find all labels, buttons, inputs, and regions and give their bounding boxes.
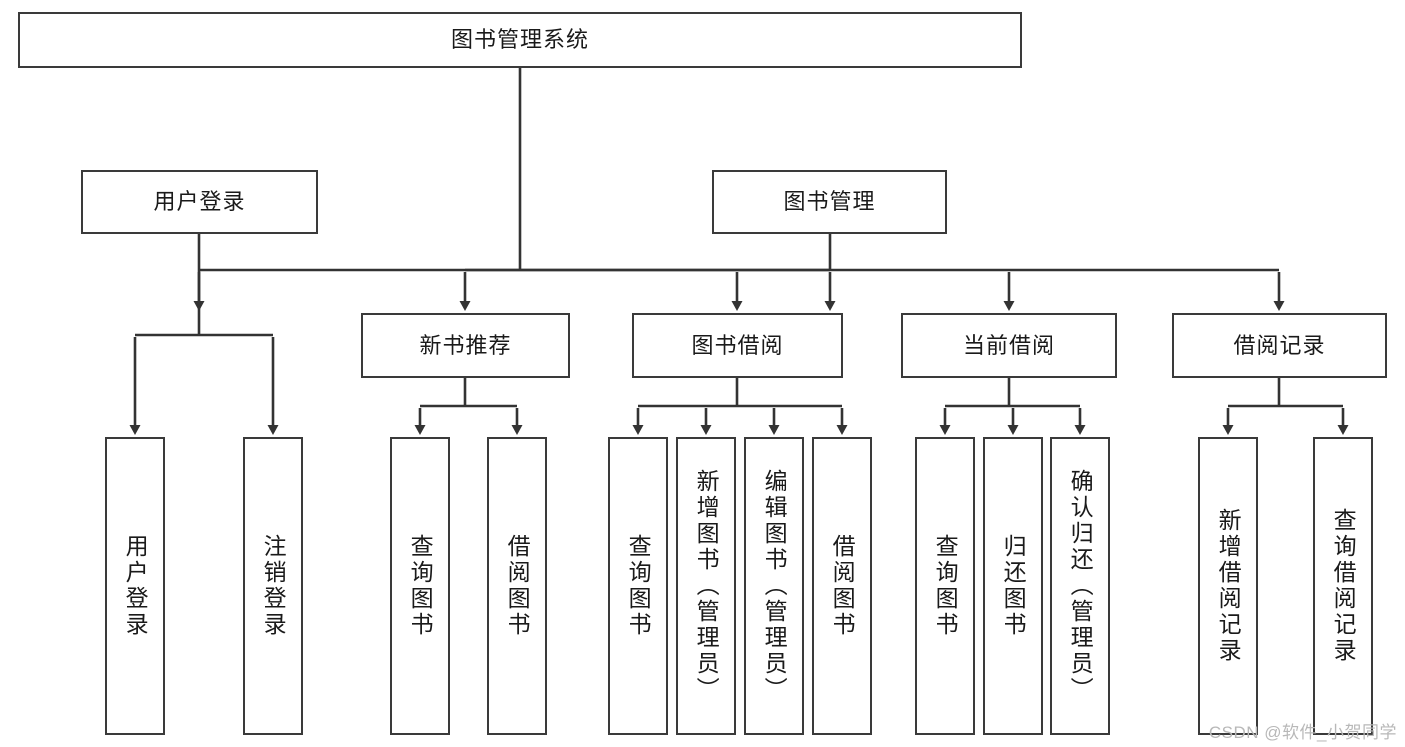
node-leaf-user-login[interactable]: 用户登录 bbox=[105, 437, 165, 735]
node-leaf-edit-book[interactable]: 编辑图书（管理员） bbox=[744, 437, 804, 735]
node-book-borrow[interactable]: 图书借阅 bbox=[632, 313, 843, 378]
node-leaf-add-record[interactable]: 新增借阅记录 bbox=[1198, 437, 1258, 735]
node-leaf-add-record-label: 新增借阅记录 bbox=[1215, 508, 1242, 664]
node-book-manage[interactable]: 图书管理 bbox=[712, 170, 947, 234]
node-leaf-logout-label: 注销登录 bbox=[260, 534, 287, 638]
node-book-borrow-label: 图书借阅 bbox=[691, 332, 784, 358]
node-leaf-query-book-2-label: 查询图书 bbox=[625, 534, 652, 638]
node-current-borrow[interactable]: 当前借阅 bbox=[901, 313, 1117, 378]
node-new-book-rec[interactable]: 新书推荐 bbox=[361, 313, 570, 378]
node-user-login[interactable]: 用户登录 bbox=[81, 170, 318, 234]
node-leaf-query-record[interactable]: 查询借阅记录 bbox=[1313, 437, 1373, 735]
node-leaf-return-book-label: 归还图书 bbox=[1000, 534, 1027, 638]
node-leaf-logout[interactable]: 注销登录 bbox=[243, 437, 303, 735]
node-leaf-borrow-book-2-label: 借阅图书 bbox=[829, 534, 856, 638]
node-root[interactable]: 图书管理系统 bbox=[18, 12, 1022, 68]
node-leaf-query-book-1-label: 查询图书 bbox=[407, 534, 434, 638]
node-leaf-query-book-2[interactable]: 查询图书 bbox=[608, 437, 668, 735]
node-borrow-record-label: 借阅记录 bbox=[1233, 332, 1326, 358]
node-book-manage-label: 图书管理 bbox=[783, 189, 876, 215]
node-leaf-confirm-return-label: 确认归还（管理员） bbox=[1067, 469, 1094, 703]
node-new-book-rec-label: 新书推荐 bbox=[419, 332, 512, 358]
node-leaf-borrow-book-1[interactable]: 借阅图书 bbox=[487, 437, 547, 735]
node-root-label: 图书管理系统 bbox=[450, 27, 589, 53]
node-leaf-add-book-label: 新增图书（管理员） bbox=[693, 469, 720, 703]
node-leaf-query-book-1[interactable]: 查询图书 bbox=[390, 437, 450, 735]
node-leaf-borrow-book-1-label: 借阅图书 bbox=[504, 534, 531, 638]
node-user-login-label: 用户登录 bbox=[153, 189, 246, 215]
node-leaf-confirm-return[interactable]: 确认归还（管理员） bbox=[1050, 437, 1110, 735]
node-leaf-return-book[interactable]: 归还图书 bbox=[983, 437, 1043, 735]
node-leaf-edit-book-label: 编辑图书（管理员） bbox=[761, 469, 788, 703]
node-leaf-query-record-label: 查询借阅记录 bbox=[1330, 508, 1357, 664]
node-leaf-add-book[interactable]: 新增图书（管理员） bbox=[676, 437, 736, 735]
node-leaf-query-book-3[interactable]: 查询图书 bbox=[915, 437, 975, 735]
node-leaf-query-book-3-label: 查询图书 bbox=[932, 534, 959, 638]
node-leaf-user-login-label: 用户登录 bbox=[122, 534, 149, 638]
node-leaf-borrow-book-2[interactable]: 借阅图书 bbox=[812, 437, 872, 735]
node-borrow-record[interactable]: 借阅记录 bbox=[1172, 313, 1387, 378]
node-current-borrow-label: 当前借阅 bbox=[962, 332, 1055, 358]
